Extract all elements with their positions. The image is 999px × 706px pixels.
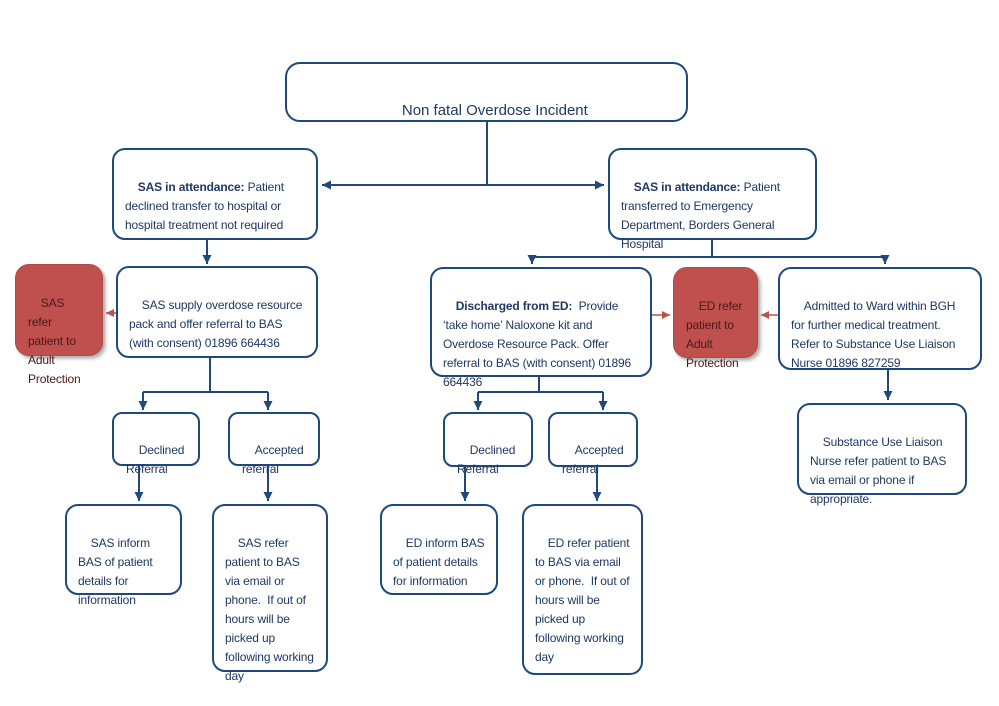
node-ed-refer-bas: ED refer patient to BAS via email or pho…: [522, 504, 643, 675]
node-sas-inform-bas: SAS inform BAS of patient details for in…: [65, 504, 182, 607]
connector-right-branch: [460, 240, 893, 501]
node-ed-adult-protection-text: ED refer patient to Adult Protection: [686, 298, 746, 370]
node-ed-accepted-referral: Accepted referral: [548, 412, 638, 476]
node-ed-declined-referral-text: Declined Referral: [457, 442, 519, 476]
node-sas-adult-protection: SAS refer patient to Adult Protection: [15, 264, 103, 386]
node-sas-refer-bas: SAS refer patient to BAS via email or ph…: [212, 504, 328, 683]
node-discharged-ed-text: Provide ‘take home’ Naloxone kit and Ove…: [443, 298, 635, 389]
node-sas-transfer-heading: SAS in attendance:: [633, 179, 741, 194]
node-admitted-ward-text: Admitted to Ward within BGH for further …: [791, 298, 959, 370]
node-sas-accepted-referral: Accepted referral: [228, 412, 320, 476]
node-ed-adult-protection: ED refer patient to Adult Protection: [673, 267, 758, 370]
node-sas-declined-referral-text: Declined Referral: [126, 442, 188, 476]
node-ed-inform-bas-text: ED inform BAS of patient details for inf…: [393, 535, 488, 588]
node-sas-accepted-referral-text: Accepted referral: [242, 442, 307, 476]
node-ed-refer-bas-text: ED refer patient to BAS via email or pho…: [535, 535, 633, 664]
node-sas-adult-protection-text: SAS refer patient to Adult Protection: [28, 295, 81, 386]
node-liaison-nurse-text: Substance Use Liaison Nurse refer patien…: [810, 434, 950, 506]
node-sas-transfer-text: Patient transferred to Emergency Departm…: [621, 179, 784, 251]
connector-root-split: [322, 122, 604, 190]
node-sas-declined-referral: Declined Referral: [112, 412, 200, 476]
node-ed-accepted-referral-text: Accepted referral: [562, 442, 627, 476]
node-sas-supply-text: SAS supply overdose resource pack and of…: [129, 297, 306, 350]
node-admitted-ward: Admitted to Ward within BGH for further …: [778, 267, 982, 370]
node-root-label: Non fatal Overdose Incident: [401, 101, 588, 119]
node-sas-supply: SAS supply overdose resource pack and of…: [116, 266, 318, 358]
node-sas-transfer: SAS in attendance: Patient transferred t…: [608, 148, 817, 251]
node-ed-inform-bas: ED inform BAS of patient details for inf…: [380, 504, 498, 595]
connector-left-branch: [134, 240, 273, 501]
node-discharged-ed: Discharged from ED: Provide ‘take home’ …: [430, 267, 652, 389]
node-discharged-ed-heading: Discharged from ED:: [455, 298, 573, 313]
node-sas-refer-bas-text: SAS refer patient to BAS via email or ph…: [225, 535, 318, 683]
node-sas-no-transfer-text: Patient declined transfer to hospital or…: [125, 179, 288, 232]
node-sas-no-transfer: SAS in attendance: Patient declined tran…: [112, 148, 318, 240]
node-sas-inform-bas-text: SAS inform BAS of patient details for in…: [78, 535, 156, 607]
node-liaison-nurse: Substance Use Liaison Nurse refer patien…: [797, 403, 967, 506]
connector-adult-protection: [106, 309, 778, 319]
node-sas-no-transfer-heading: SAS in attendance:: [137, 179, 245, 194]
node-ed-declined-referral: Declined Referral: [443, 412, 533, 476]
node-root: Non fatal Overdose Incident: [285, 62, 688, 122]
